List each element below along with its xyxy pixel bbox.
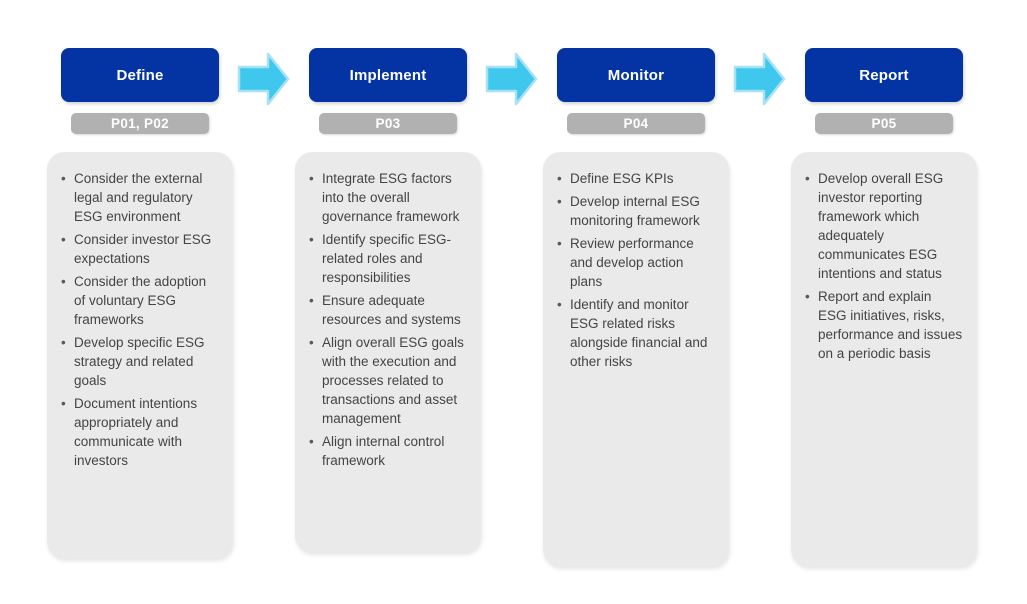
arrow-right-icon bbox=[485, 52, 538, 106]
stage-header-monitor: Monitor bbox=[557, 48, 715, 102]
stage-card-define: Consider the external legal and regulato… bbox=[47, 152, 233, 558]
bullet-item: Integrate ESG factors into the overall g… bbox=[308, 169, 467, 226]
bullet-item: Consider investor ESG expectations bbox=[60, 230, 219, 268]
stage-card-report: Develop overall ESG investor reporting f… bbox=[791, 152, 977, 566]
arrow-right-icon bbox=[237, 52, 290, 106]
bullet-list-define: Consider the external legal and regulato… bbox=[47, 152, 233, 488]
stage-column-define: Define P01, P02 Consider the external le… bbox=[47, 48, 233, 558]
stage-header-report: Report bbox=[805, 48, 963, 102]
bullet-list-monitor: Define ESG KPIs Develop internal ESG mon… bbox=[543, 152, 729, 389]
bullet-item: Report and explain ESG initiatives, risk… bbox=[804, 287, 963, 363]
phase-pill-define: P01, P02 bbox=[71, 113, 209, 134]
phase-pill-implement: P03 bbox=[319, 113, 457, 134]
stage-card-implement: Integrate ESG factors into the overall g… bbox=[295, 152, 481, 552]
bullet-item: Develop overall ESG investor reporting f… bbox=[804, 169, 963, 283]
bullet-item: Identify and monitor ESG related risks a… bbox=[556, 295, 715, 371]
bullet-item: Develop internal ESG monitoring framewor… bbox=[556, 192, 715, 230]
bullet-item: Consider the adoption of voluntary ESG f… bbox=[60, 272, 219, 329]
phase-pill-monitor: P04 bbox=[567, 113, 705, 134]
bullet-item: Identify specific ESG-related roles and … bbox=[308, 230, 467, 287]
bullet-list-report: Develop overall ESG investor reporting f… bbox=[791, 152, 977, 381]
arrow-spacer bbox=[233, 48, 295, 107]
bullet-item: Document intentions appropriately and co… bbox=[60, 394, 219, 470]
stage-header-implement: Implement bbox=[309, 48, 467, 102]
stage-card-monitor: Define ESG KPIs Develop internal ESG mon… bbox=[543, 152, 729, 566]
bullet-item: Review performance and develop action pl… bbox=[556, 234, 715, 291]
stage-column-report: Report P05 Develop overall ESG investor … bbox=[791, 48, 977, 566]
stage-column-monitor: Monitor P04 Define ESG KPIs Develop inte… bbox=[543, 48, 729, 566]
arrow-spacer bbox=[729, 48, 791, 107]
arrow-spacer bbox=[481, 48, 543, 107]
arrow-right-icon bbox=[733, 52, 786, 106]
bullet-item: Develop specific ESG strategy and relate… bbox=[60, 333, 219, 390]
bullet-list-implement: Integrate ESG factors into the overall g… bbox=[295, 152, 481, 488]
bullet-item: Consider the external legal and regulato… bbox=[60, 169, 219, 226]
bullet-item: Align internal control framework bbox=[308, 432, 467, 470]
stage-header-define: Define bbox=[61, 48, 219, 102]
bullet-item: Align overall ESG goals with the executi… bbox=[308, 333, 467, 428]
phase-pill-report: P05 bbox=[815, 113, 953, 134]
stage-column-implement: Implement P03 Integrate ESG factors into… bbox=[295, 48, 481, 552]
bullet-item: Define ESG KPIs bbox=[556, 169, 715, 188]
bullet-item: Ensure adequate resources and systems bbox=[308, 291, 467, 329]
process-flow: Define P01, P02 Consider the external le… bbox=[47, 48, 1027, 566]
